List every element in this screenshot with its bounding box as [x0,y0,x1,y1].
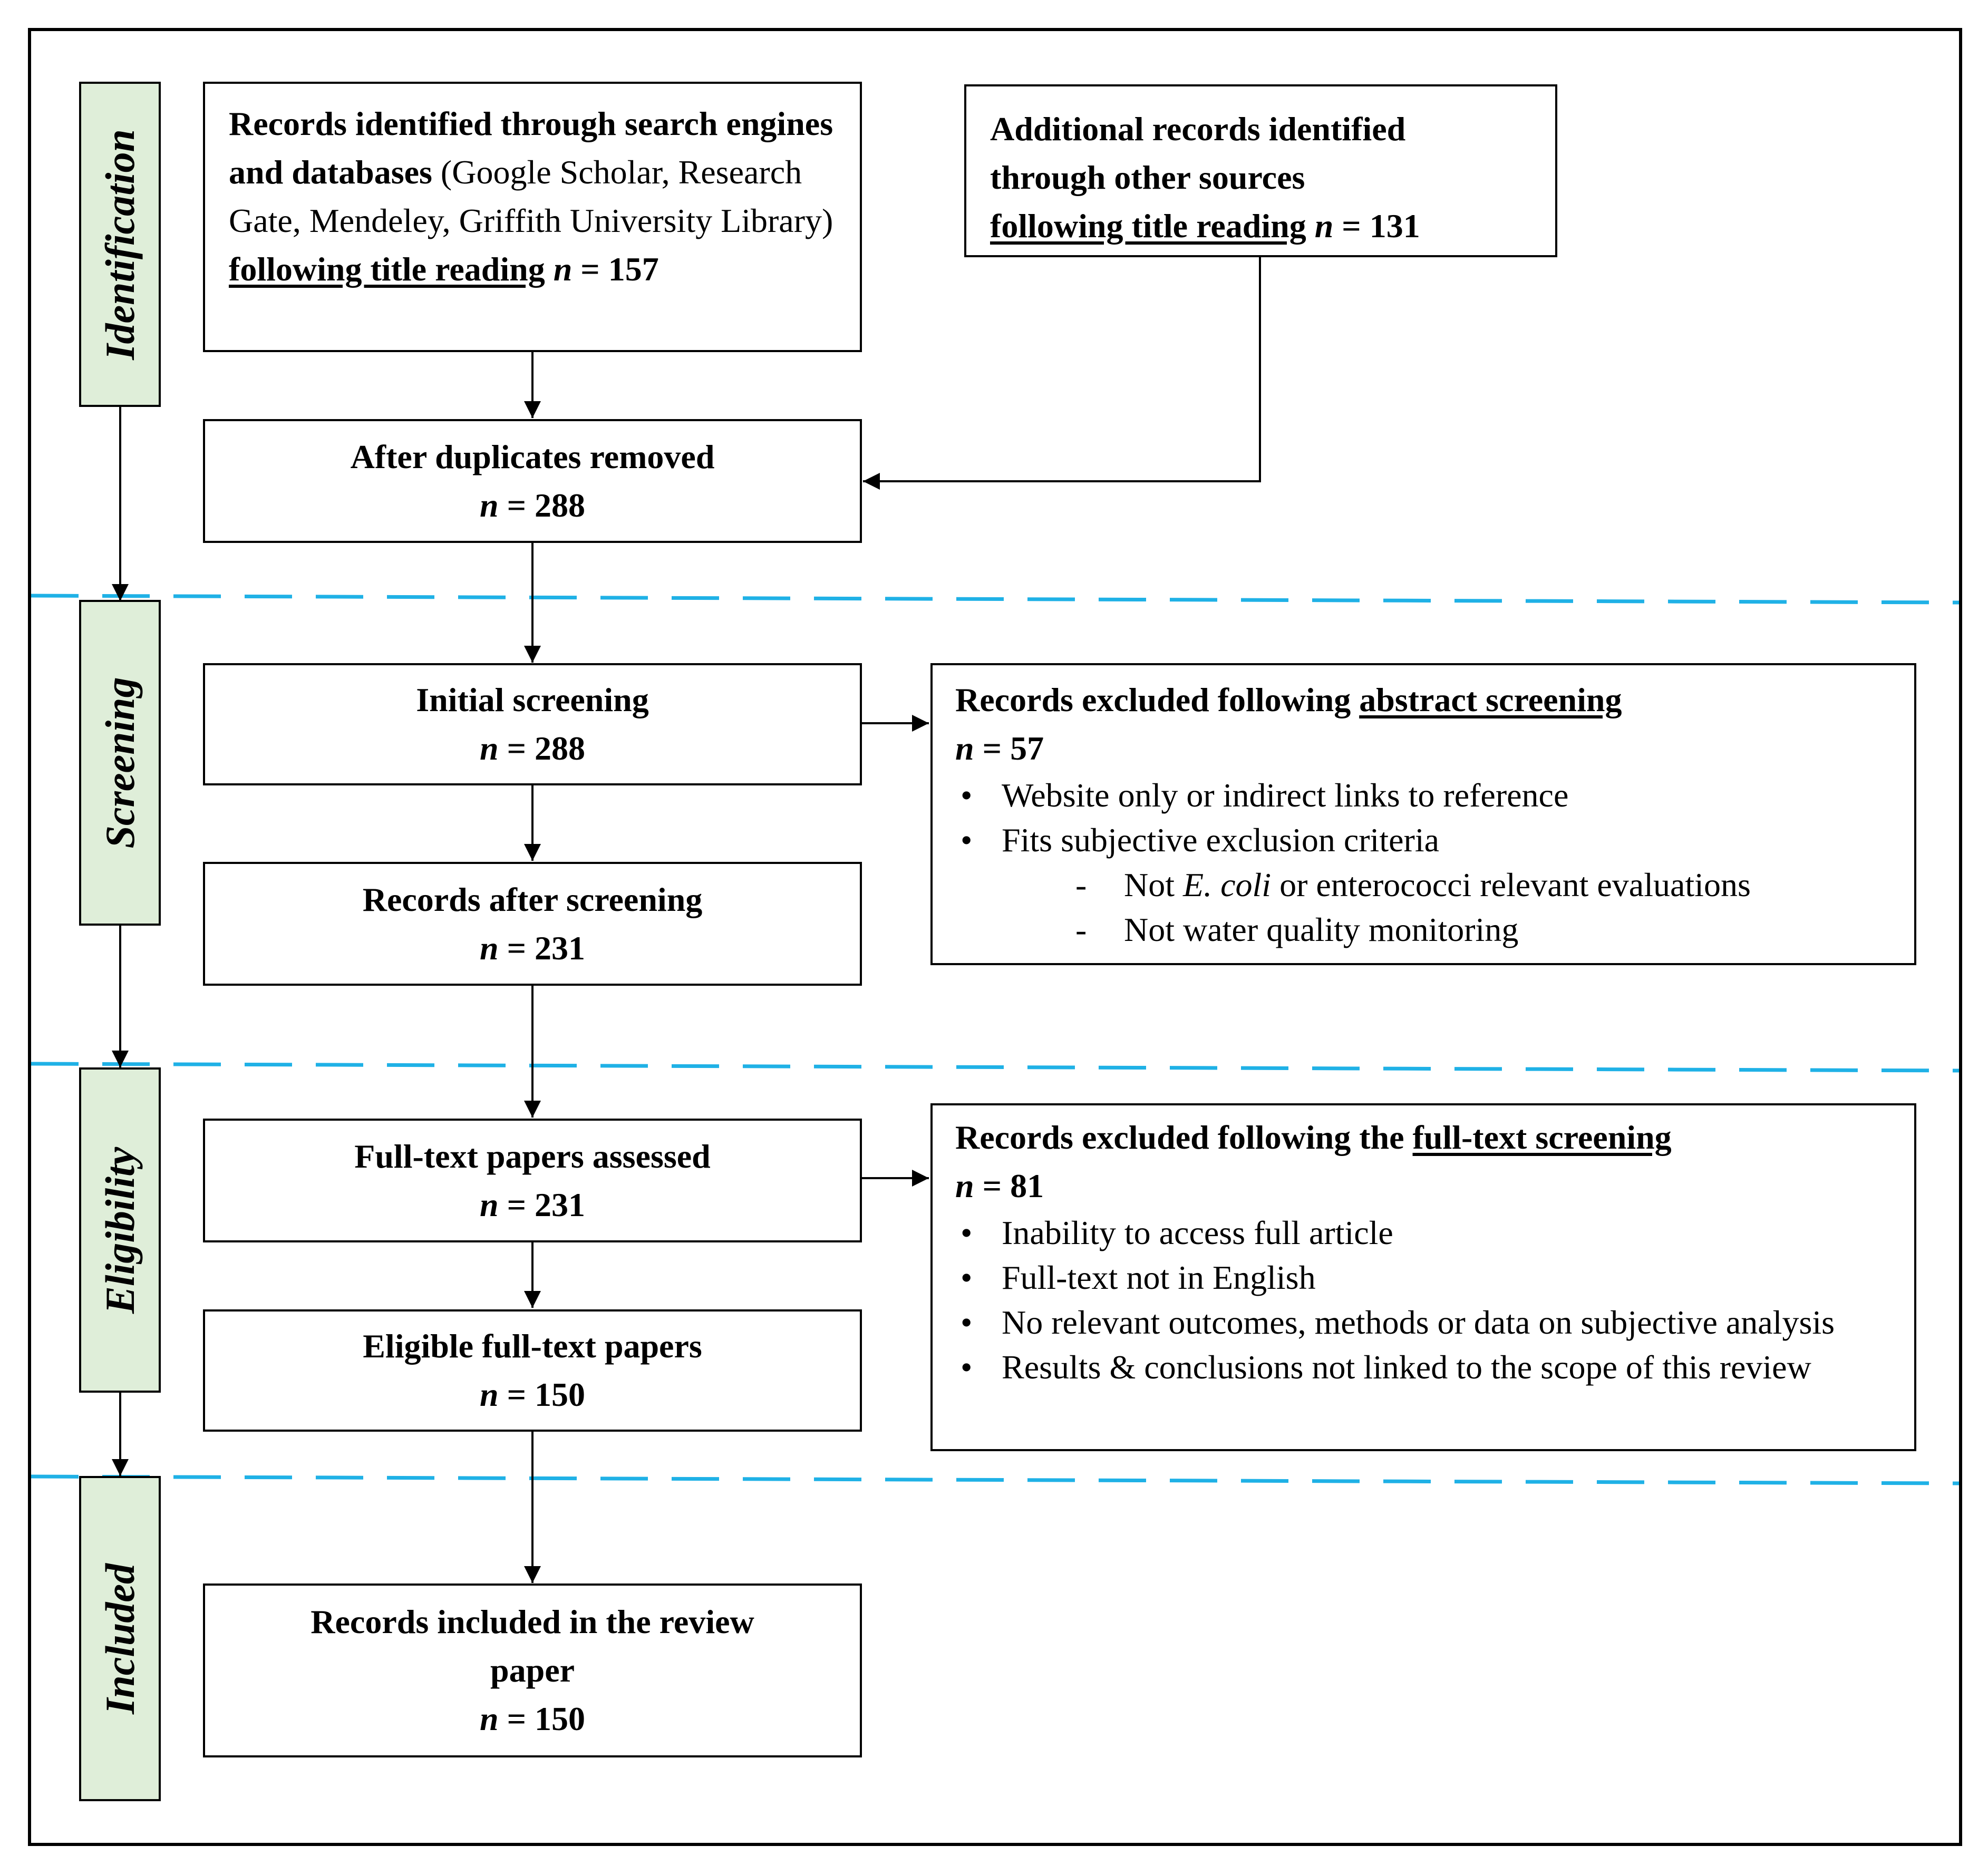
records-after-screening-title: Records after screening [362,880,703,918]
divider-screening-eligibility [31,1062,1960,1073]
excluded-abstract-subitem: Not E. coli or enterococci relevant eval… [955,862,1893,907]
additional-records-n-label: n [1314,207,1334,245]
excluded-fulltext-bullet: Full-text not in English [955,1255,1893,1300]
additional-records-n-value: = 131 [1333,207,1420,245]
after-duplicates-box: After duplicates removed n = 288 [203,419,862,543]
stage-included-label: Included [96,1563,143,1714]
full-text-assessed-title: Full-text papers assessed [354,1137,711,1175]
initial-screening-n-label: n [479,730,499,767]
full-text-assessed-n-label: n [479,1186,499,1223]
excluded-abstract-box: Records excluded following abstract scre… [930,663,1916,965]
records-identified-box: Records identified through search engine… [203,82,862,352]
divider-eligibility-included [31,1474,1960,1485]
records-after-screening-box: Records after screening n = 231 [203,862,862,986]
excluded-fulltext-bullet: Inability to access full article [955,1210,1893,1255]
eligible-full-text-n-label: n [479,1376,499,1413]
included-records-n-value: = 150 [498,1700,586,1737]
stage-eligibility: Eligibility [79,1067,161,1393]
initial-screening-n-value: = 288 [498,730,586,767]
excluded-fulltext-bullet: No relevant outcomes, methods or data on… [955,1300,1893,1345]
initial-screening-box: Initial screening n = 288 [203,663,862,785]
additional-records-box: Additional records identified through ot… [964,84,1557,257]
records-identified-n-label: n [553,250,573,288]
eligible-full-text-n-value: = 150 [498,1376,586,1413]
after-duplicates-n-value: = 288 [498,486,586,524]
stage-eligibility-label: Eligibility [96,1147,143,1314]
excluded-fulltext-bullet: Results & conclusions not linked to the … [955,1345,1893,1390]
excluded-abstract-n-value: = 57 [974,730,1044,767]
records-identified-title: Records identified through search engine… [229,105,833,191]
excluded-abstract-bullet: Website only or indirect links to refere… [955,773,1893,818]
full-text-assessed-box: Full-text papers assessed n = 231 [203,1119,862,1242]
records-after-screening-n-value: = 231 [498,929,586,967]
records-identified-n-value: = 157 [572,250,659,288]
excluded-fulltext-title-underlined: full-text screening [1412,1119,1672,1156]
eligible-full-text-title: Eligible full-text papers [363,1327,702,1365]
excluded-abstract-title-underlined: abstract screening [1359,681,1622,718]
excluded-abstract-subitem: Not water quality monitoring [955,907,1893,952]
excluded-abstract-n-label: n [955,730,974,767]
excluded-fulltext-n-value: = 81 [974,1167,1044,1204]
after-duplicates-n-label: n [479,486,499,524]
records-after-screening-n-label: n [479,929,499,967]
stage-screening: Screening [79,600,161,926]
eligible-full-text-box: Eligible full-text papers n = 150 [203,1309,862,1432]
excluded-abstract-bullet: Fits subjective exclusion criteria [955,818,1893,862]
stage-identification: Identification [79,82,161,407]
records-identified-sources: (Google Scholar, Research Gate, Mendeley… [229,153,833,239]
full-text-assessed-n-value: = 231 [498,1186,586,1223]
included-records-box: Records included in the review paper n =… [203,1583,862,1757]
stage-identification-label: Identification [96,129,143,360]
included-records-title: Records included in the review paper [311,1603,754,1689]
additional-records-line1: Additional records identified [990,110,1406,148]
after-duplicates-title: After duplicates removed [350,438,715,475]
stage-screening-label: Screening [96,677,143,849]
initial-screening-title: Initial screening [416,681,649,718]
excluded-fulltext-title: Records excluded following the [955,1119,1413,1156]
additional-records-following: following title reading [990,207,1306,245]
included-records-n-label: n [479,1700,499,1737]
excluded-abstract-title: Records excluded following [955,681,1360,718]
stage-included: Included [79,1476,161,1801]
divider-identification-screening [31,594,1960,605]
diagram-frame [28,28,1962,1846]
additional-records-line2: through other sources [990,159,1305,196]
records-identified-following: following title reading [229,250,545,288]
excluded-fulltext-box: Records excluded following the full-text… [930,1103,1916,1451]
arrow-additional-to-duplicates [863,256,1261,490]
excluded-fulltext-n-label: n [955,1167,974,1204]
